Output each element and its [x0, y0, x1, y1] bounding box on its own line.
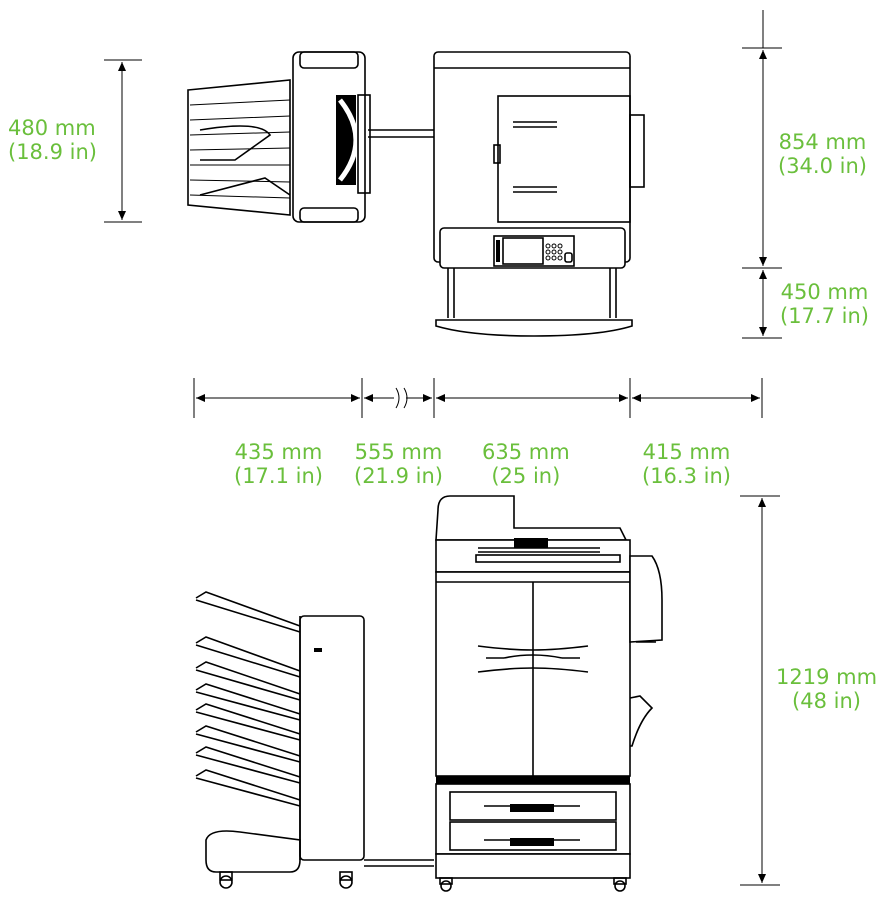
dim-415-in: (16.3 in)	[642, 464, 731, 488]
dim-label-854: 854 mm (34.0 in)	[778, 130, 867, 178]
dim-480-in: (18.9 in)	[8, 140, 97, 164]
finisher-top-view	[187, 51, 434, 223]
printer-front-view	[435, 495, 663, 892]
dim-635-in: (25 in)	[491, 464, 561, 488]
dim-480-line	[104, 59, 142, 223]
dim-label-415: 415 mm (16.3 in)	[642, 440, 731, 488]
dim-width-lines	[193, 378, 763, 418]
dim-635-mm: 635 mm	[482, 440, 570, 464]
dim-854-mm: 854 mm	[778, 130, 867, 154]
dim-450-mm: 450 mm	[780, 280, 869, 304]
dim-label-480: 480 mm (18.9 in)	[8, 116, 97, 164]
dim-555-in: (21.9 in)	[354, 464, 443, 488]
dim-415-mm: 415 mm	[642, 440, 731, 464]
top-view	[187, 51, 645, 337]
dim-label-435: 435 mm (17.1 in)	[234, 440, 323, 488]
dim-555-mm: 555 mm	[354, 440, 443, 464]
printer-top-view	[433, 51, 645, 337]
dim-1219-line	[740, 495, 780, 886]
dim-854-450-lines	[742, 10, 782, 339]
finisher-front-view	[195, 591, 434, 889]
dim-label-1219: 1219 mm (48 in)	[776, 665, 877, 713]
dim-450-in: (17.7 in)	[780, 304, 869, 328]
dim-480-mm: 480 mm	[8, 116, 96, 140]
dim-label-450: 450 mm (17.7 in)	[780, 280, 869, 328]
front-view	[195, 495, 663, 892]
dim-label-635: 635 mm (25 in)	[482, 440, 570, 488]
dim-label-555: 555 mm (21.9 in)	[354, 440, 443, 488]
dim-435-in: (17.1 in)	[234, 464, 323, 488]
dim-435-mm: 435 mm	[234, 440, 323, 464]
dim-1219-mm: 1219 mm	[776, 665, 877, 689]
dim-1219-in: (48 in)	[792, 689, 861, 713]
dim-854-in: (34.0 in)	[778, 154, 867, 178]
